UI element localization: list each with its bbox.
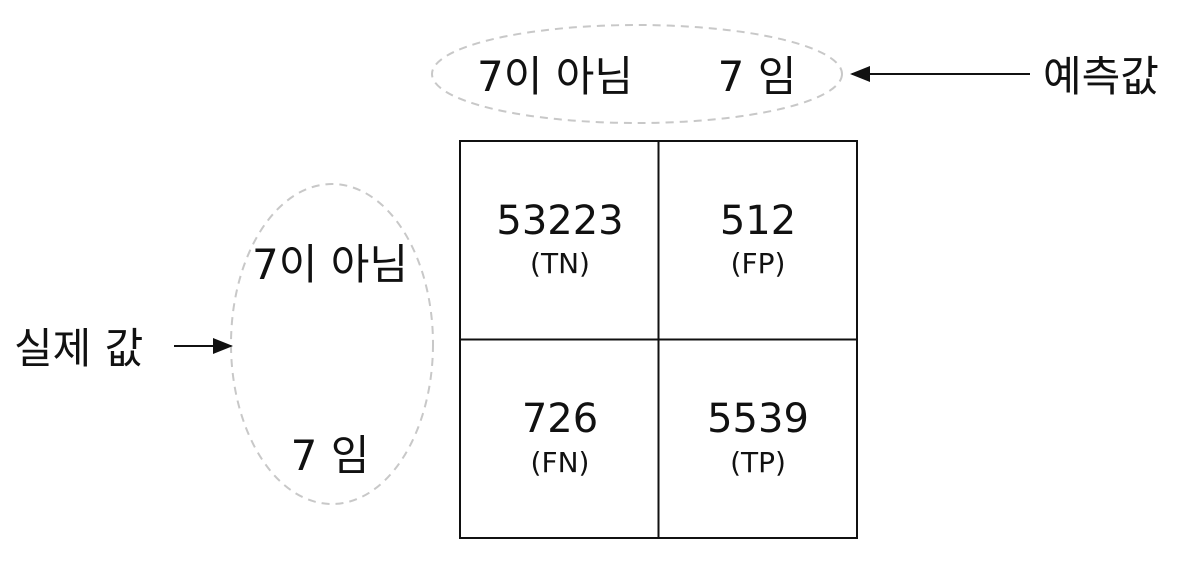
predicted-categories-ellipse xyxy=(431,24,843,124)
cell-fn-value: 726 xyxy=(522,396,598,442)
actual-axis-label: 실제 값 xyxy=(14,324,143,373)
predicted-category-is-7: 7 임 xyxy=(718,52,797,101)
cell-tp-tag: (TP) xyxy=(730,446,786,479)
cell-fp-value: 512 xyxy=(720,198,796,244)
cell-tn-value: 53223 xyxy=(496,198,623,244)
cell-fp-tag: (FP) xyxy=(731,247,786,280)
cell-tp-value: 5539 xyxy=(707,396,809,442)
actual-categories-ellipse xyxy=(230,183,434,505)
actual-category-is-7: 7 임 xyxy=(291,431,370,480)
cell-tn-tag: (TN) xyxy=(530,247,590,280)
cell-fn-tag: (FN) xyxy=(531,446,590,479)
predicted-axis-label: 예측값 xyxy=(1043,52,1159,101)
actual-category-not-7: 7이 아님 xyxy=(252,240,408,289)
predicted-category-not-7: 7이 아님 xyxy=(477,52,633,101)
